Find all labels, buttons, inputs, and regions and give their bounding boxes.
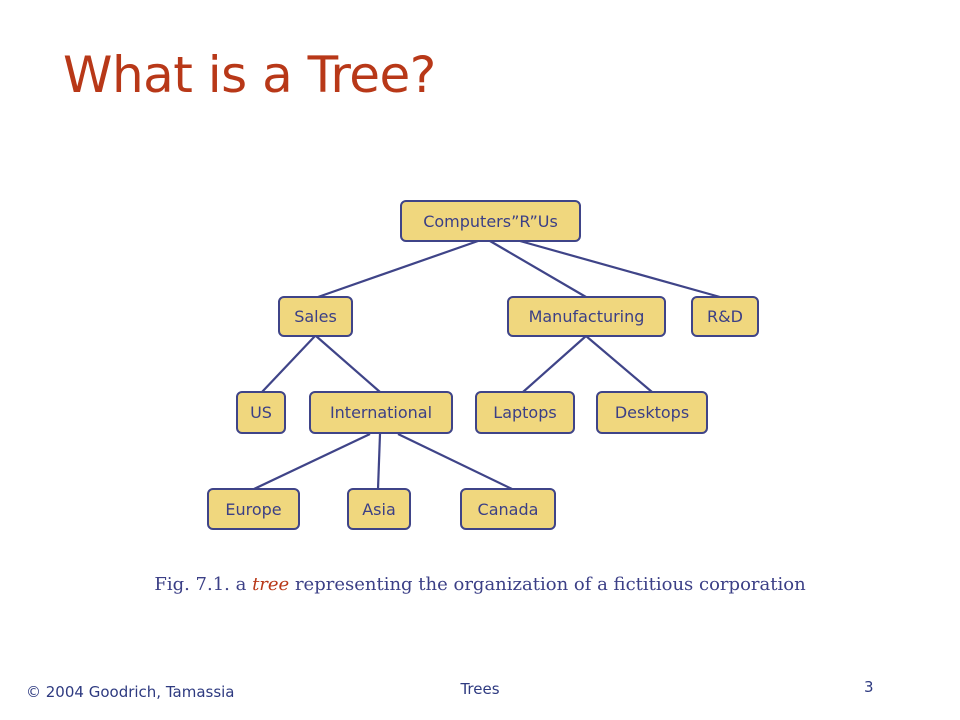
edge-international-asia	[376, 433, 382, 490]
node-us: US	[236, 391, 286, 434]
node-international: International	[309, 391, 453, 434]
node-manufacturing: Manufacturing	[507, 296, 666, 337]
edge-sales-international	[315, 335, 381, 393]
caption-prefix: Fig. 7.1. a	[154, 574, 253, 595]
figure-caption: Fig. 7.1. a tree representing the organi…	[0, 574, 960, 595]
footer-copyright: © 2004 Goodrich, Tamassia	[26, 683, 235, 701]
footer-topic: Trees	[460, 680, 500, 698]
edge-sales-us	[261, 335, 316, 393]
edge-international-europe	[253, 433, 371, 490]
node-sales: Sales	[278, 296, 353, 337]
edge-computers-manufacturing	[489, 240, 587, 298]
edge-manufacturing-desktops	[585, 335, 653, 393]
node-canada: Canada	[460, 488, 556, 530]
node-desktops: Desktops	[596, 391, 708, 434]
edge-international-canada	[397, 433, 513, 490]
node-rnd: R&D	[691, 296, 759, 337]
edge-computers-sales	[317, 239, 479, 299]
node-laptops: Laptops	[475, 391, 575, 434]
node-europe: Europe	[207, 488, 300, 530]
node-computers-r-us: Computers”R”Us	[400, 200, 581, 242]
caption-suffix: representing the organization of a ficti…	[289, 574, 806, 595]
edge-computers-rnd	[519, 239, 721, 299]
footer-page-number: 3	[864, 678, 874, 696]
node-asia: Asia	[347, 488, 411, 530]
edge-manufacturing-laptops	[522, 335, 587, 393]
slide-title: What is a Tree?	[63, 46, 436, 104]
caption-term: tree	[252, 574, 290, 595]
